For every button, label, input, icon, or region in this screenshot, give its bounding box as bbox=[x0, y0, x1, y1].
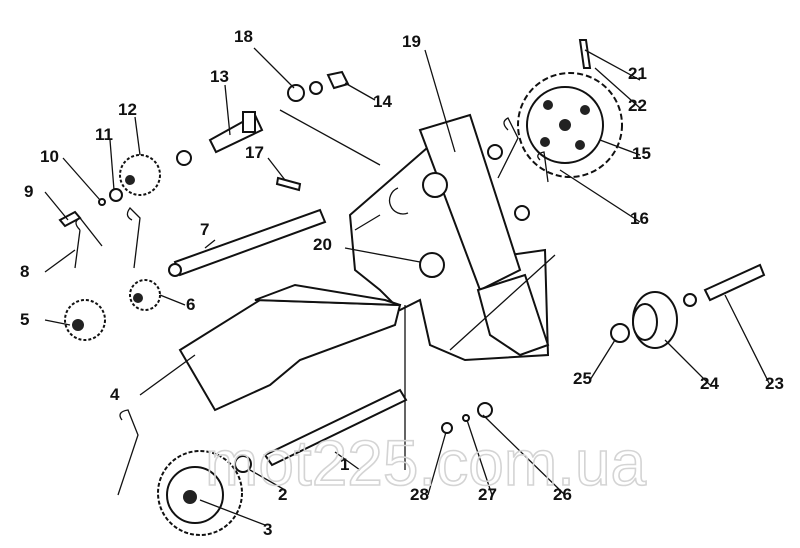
part-label-28: 28 bbox=[410, 485, 429, 504]
part-number-labels: 1 2 3 4 5 6 7 8 9 10 11 12 13 14 15 16 1… bbox=[20, 27, 784, 539]
arm-part-4 bbox=[178, 283, 402, 412]
part-label-23: 23 bbox=[765, 374, 784, 393]
part-label-26: 26 bbox=[553, 485, 572, 504]
shaft-part-1 bbox=[263, 388, 408, 467]
part-label-19: 19 bbox=[402, 32, 421, 51]
part-label-27: 27 bbox=[478, 485, 497, 504]
part-label-5: 5 bbox=[20, 310, 29, 329]
part-label-6: 6 bbox=[186, 295, 195, 314]
part-label-24: 24 bbox=[700, 374, 719, 393]
part-label-21: 21 bbox=[628, 64, 647, 83]
part-label-25: 25 bbox=[573, 369, 592, 388]
watermark: mot225.com.ua bbox=[205, 427, 647, 499]
pin-part-17 bbox=[275, 176, 302, 192]
gear-part-3 bbox=[157, 450, 243, 536]
part-label-4: 4 bbox=[110, 385, 120, 404]
shaft-part-7 bbox=[173, 208, 327, 277]
part-label-18: 18 bbox=[234, 27, 253, 46]
gear-part-5 bbox=[64, 299, 106, 341]
sprocket-part-15 bbox=[517, 72, 623, 178]
part-label-17: 17 bbox=[245, 143, 264, 162]
pulley-part-24 bbox=[632, 291, 678, 349]
part-label-2: 2 bbox=[278, 485, 287, 504]
part-label-22: 22 bbox=[628, 96, 647, 115]
part-label-15: 15 bbox=[632, 144, 651, 163]
leader-lines bbox=[44, 47, 771, 526]
part-label-13: 13 bbox=[210, 67, 229, 86]
gear-part-12 bbox=[119, 154, 161, 196]
part-label-10: 10 bbox=[40, 147, 59, 166]
part-label-20: 20 bbox=[313, 235, 332, 254]
frame-plate bbox=[348, 113, 550, 362]
part-label-1: 1 bbox=[340, 455, 349, 474]
shaft-part-13 bbox=[208, 111, 264, 154]
part-label-14: 14 bbox=[373, 92, 392, 111]
part-label-7: 7 bbox=[200, 220, 209, 239]
part-label-12: 12 bbox=[118, 100, 137, 119]
part-label-3: 3 bbox=[263, 520, 272, 539]
axle-part-23 bbox=[703, 263, 766, 302]
part-label-11: 11 bbox=[95, 125, 113, 144]
part-label-8: 8 bbox=[20, 262, 29, 281]
small-parts bbox=[58, 39, 697, 496]
gear-part-6 bbox=[129, 279, 161, 311]
part-label-9: 9 bbox=[24, 182, 33, 201]
part-label-16: 16 bbox=[630, 209, 649, 228]
